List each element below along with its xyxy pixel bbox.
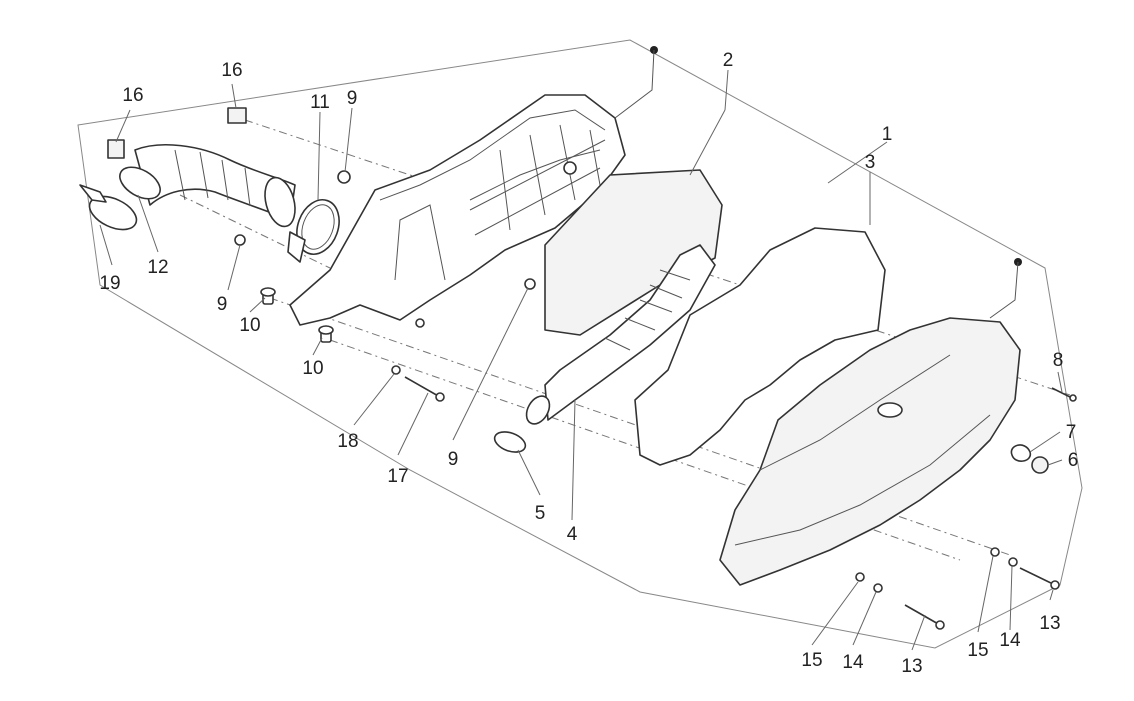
leader-lines	[99, 69, 1063, 651]
callout-14-a: 14	[842, 652, 864, 673]
callout-17: 17	[387, 466, 408, 487]
callout-1: 1	[882, 124, 893, 145]
clip-part-16-right	[227, 107, 247, 124]
bolt-part-17	[404, 376, 445, 402]
callout-9-left: 9	[217, 294, 228, 315]
callout-2: 2	[723, 50, 734, 71]
airbox-housing	[289, 46, 658, 328]
washer-part-15-b	[990, 547, 1000, 557]
pin-part-10-b	[318, 325, 334, 343]
callout-13-bottom: 13	[901, 656, 922, 677]
callout-15-a: 15	[801, 650, 822, 671]
callout-9-center: 9	[448, 449, 459, 470]
callout-10-a: 10	[239, 315, 260, 336]
callout-6: 6	[1068, 450, 1079, 471]
bolt-part-13-a	[904, 604, 945, 630]
airbox-cover-part-1	[719, 258, 1022, 586]
callout-8: 8	[1053, 350, 1064, 371]
hose-clamp-part-11	[296, 199, 340, 255]
washer-part-18	[391, 365, 401, 375]
cap-part-6	[1031, 456, 1049, 474]
callout-9-top: 9	[347, 88, 358, 109]
callout-4: 4	[567, 524, 578, 545]
intake-duct	[79, 144, 296, 231]
assembly-boundary	[77, 39, 1083, 649]
washer-part-9-left	[234, 234, 246, 246]
screw-part-8	[1051, 387, 1077, 402]
callout-5: 5	[535, 503, 546, 524]
callout-18: 18	[337, 431, 358, 452]
washer-part-14-a	[873, 583, 883, 593]
callout-14-b: 14	[999, 630, 1021, 651]
washer-part-15-a	[855, 572, 865, 582]
washer-part-9-center	[524, 278, 536, 290]
callout-19: 19	[99, 273, 120, 294]
callout-7: 7	[1066, 422, 1077, 443]
callout-15-b: 15	[967, 640, 988, 661]
washer-part-9-top	[337, 170, 351, 184]
bolt-part-13-b	[1019, 567, 1060, 590]
callout-16-right: 16	[221, 60, 242, 81]
callout-3: 3	[865, 152, 876, 173]
callout-16-left: 16	[122, 85, 143, 106]
washer-part-14-b	[1008, 557, 1018, 567]
callout-11: 11	[310, 92, 330, 113]
gasket-part-3	[634, 227, 886, 466]
ring-part-5	[493, 431, 527, 453]
clip-part-16-left	[107, 139, 125, 159]
pin-part-10-a	[260, 287, 276, 305]
callout-10-b: 10	[302, 358, 323, 379]
callout-13-right: 13	[1039, 613, 1060, 634]
clip-part-7	[1010, 444, 1032, 462]
callout-12: 12	[147, 257, 168, 278]
air-filter-part-2	[544, 169, 723, 336]
